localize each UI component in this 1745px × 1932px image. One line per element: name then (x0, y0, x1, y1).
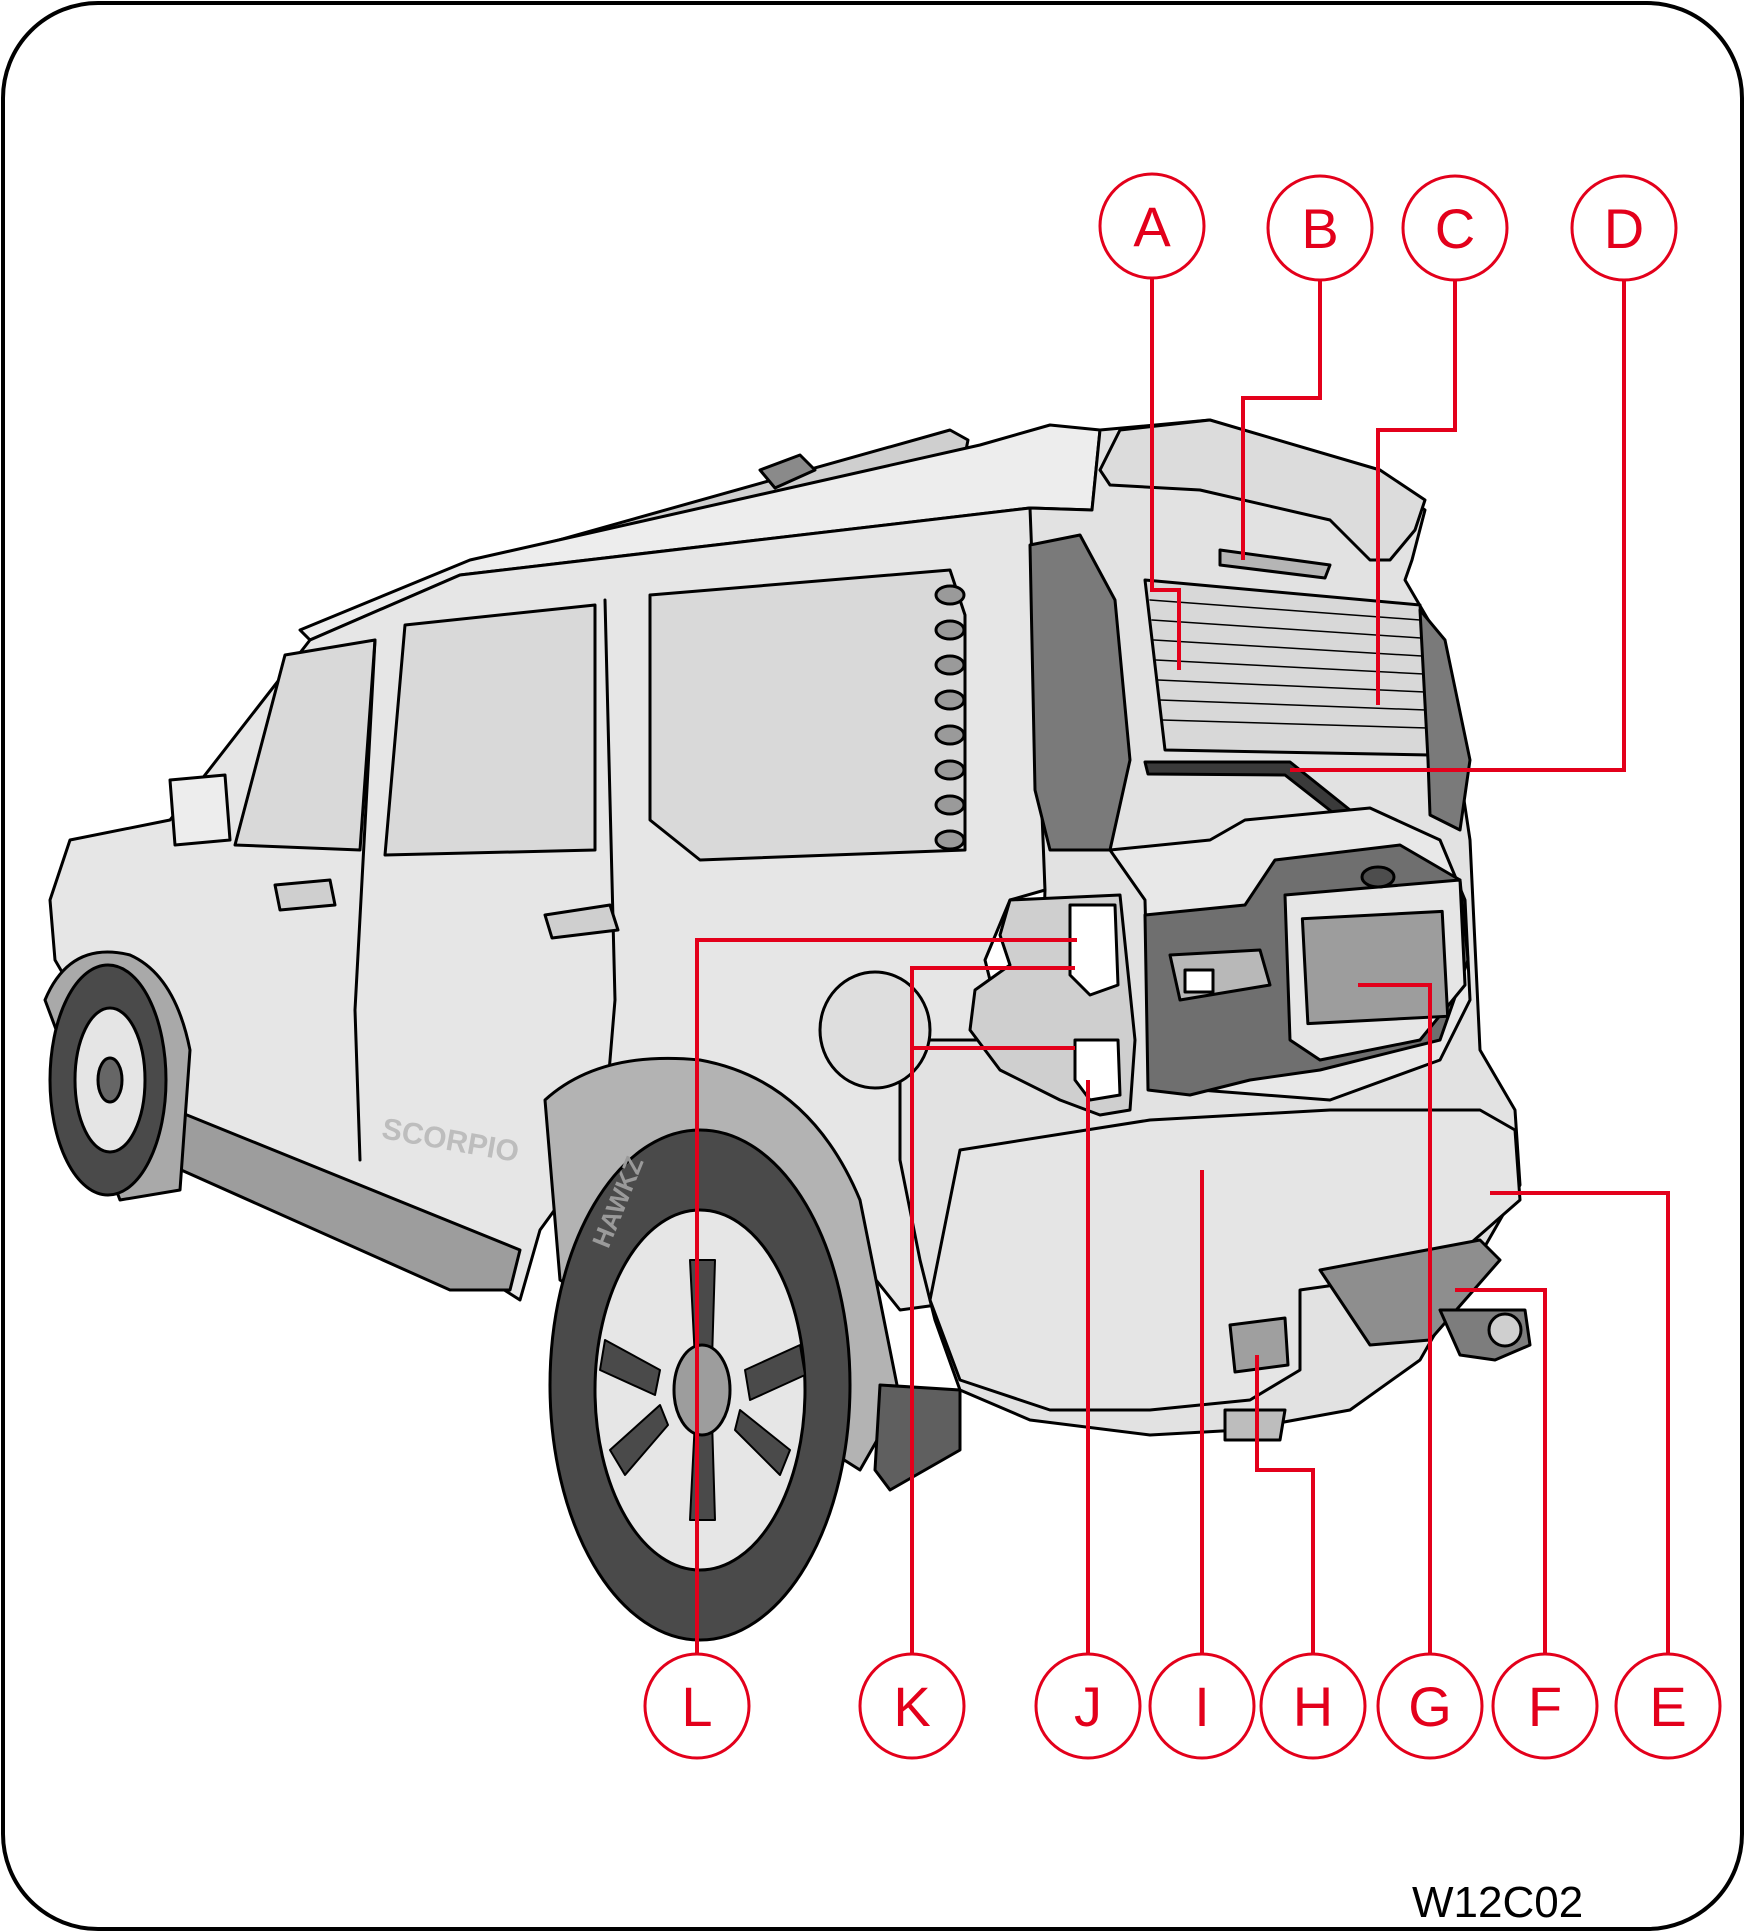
reflector (1228, 1316, 1290, 1374)
rear-door-handle (543, 903, 620, 940)
callout-h: H (1259, 1652, 1367, 1760)
front-door-window (233, 638, 377, 852)
callout-leader-g (1358, 983, 1432, 1656)
tail-lamp-upper (1068, 903, 1120, 997)
callout-circle-g (1376, 1652, 1484, 1760)
tailgate-lock (1183, 968, 1215, 994)
callout-leader-c (1376, 278, 1457, 705)
callout-leader-f (1455, 1288, 1547, 1656)
callout-l: L (643, 1652, 751, 1760)
callout-a: A (1098, 172, 1206, 280)
callout-leader-b (1241, 278, 1322, 560)
rear-door-window (383, 603, 597, 857)
callout-g: G (1376, 1652, 1484, 1760)
callout-label-g: G (1408, 1675, 1452, 1738)
callout-leader-h (1255, 1355, 1315, 1656)
callout-label-l: L (681, 1675, 712, 1738)
callout-label-d: D (1604, 197, 1644, 260)
mud-flap (873, 1383, 962, 1492)
callout-circle-b (1266, 174, 1374, 282)
callout-leader-k (910, 966, 1075, 1656)
callout-circle-i (1148, 1652, 1256, 1760)
figure-code: W12C02 (1412, 1878, 1583, 1927)
callout-label-k: K (893, 1675, 930, 1738)
tail-lamp-lower (1073, 1038, 1122, 1102)
callout-circle-l (643, 1652, 751, 1760)
quarter-window-vents (934, 584, 966, 851)
callout-label-b: B (1301, 197, 1338, 260)
registration-plate (1300, 909, 1450, 1026)
callout-circle-c (1401, 174, 1509, 282)
callout-f: F (1491, 1652, 1599, 1760)
callout-label-a: A (1133, 195, 1171, 258)
high-mount-stop-lamp (1218, 548, 1332, 580)
fuel-filler-lid (818, 970, 932, 1090)
callout-label-j: J (1074, 1675, 1102, 1738)
callout-circle-a (1098, 172, 1206, 280)
rear-pillar-right (1418, 608, 1472, 832)
vehicle-illustration: SCORPIO HAWKZ (43, 418, 1532, 1642)
brand-logo (1360, 865, 1396, 889)
callout-leader-a (1150, 276, 1181, 670)
callout-label-h: H (1293, 1675, 1333, 1738)
callout-k: K (858, 1652, 966, 1760)
door-seam-front (353, 638, 377, 1162)
callout-leader-l (695, 938, 1077, 1656)
callout-label-f: F (1528, 1675, 1562, 1738)
callout-label-e: E (1649, 1675, 1686, 1738)
callout-label-i: I (1194, 1675, 1210, 1738)
rear-bumper (928, 1108, 1522, 1412)
callout-b: B (1266, 174, 1374, 282)
callout-circle-j (1034, 1652, 1142, 1760)
rear-spoiler (1098, 418, 1427, 562)
callout-leader-e (1490, 1191, 1670, 1656)
rear-quarter-window (648, 568, 967, 862)
callout-label-c: C (1435, 197, 1475, 260)
roof-rail-mount (758, 453, 817, 490)
callout-e: E (1614, 1652, 1722, 1760)
callout-leader-lines (695, 276, 1670, 1656)
callout-circle-k (858, 1652, 966, 1760)
side-mirror (168, 773, 232, 847)
callout-markers: A B C D E F G H I J K L (643, 172, 1722, 1760)
callout-d: D (1570, 174, 1678, 282)
callout-circle-h (1259, 1652, 1367, 1760)
callout-leader-d (1290, 278, 1626, 772)
callout-circle-e (1614, 1652, 1722, 1760)
callout-c: C (1401, 174, 1509, 282)
callout-j: J (1034, 1652, 1142, 1760)
callout-circle-f (1491, 1652, 1599, 1760)
callout-circle-d (1570, 174, 1678, 282)
tow-ball (1487, 1312, 1523, 1348)
rear-pillar-left (1028, 533, 1132, 852)
front-door-handle (273, 878, 337, 912)
rear-hub (672, 1343, 732, 1437)
callout-i: I (1148, 1652, 1256, 1760)
